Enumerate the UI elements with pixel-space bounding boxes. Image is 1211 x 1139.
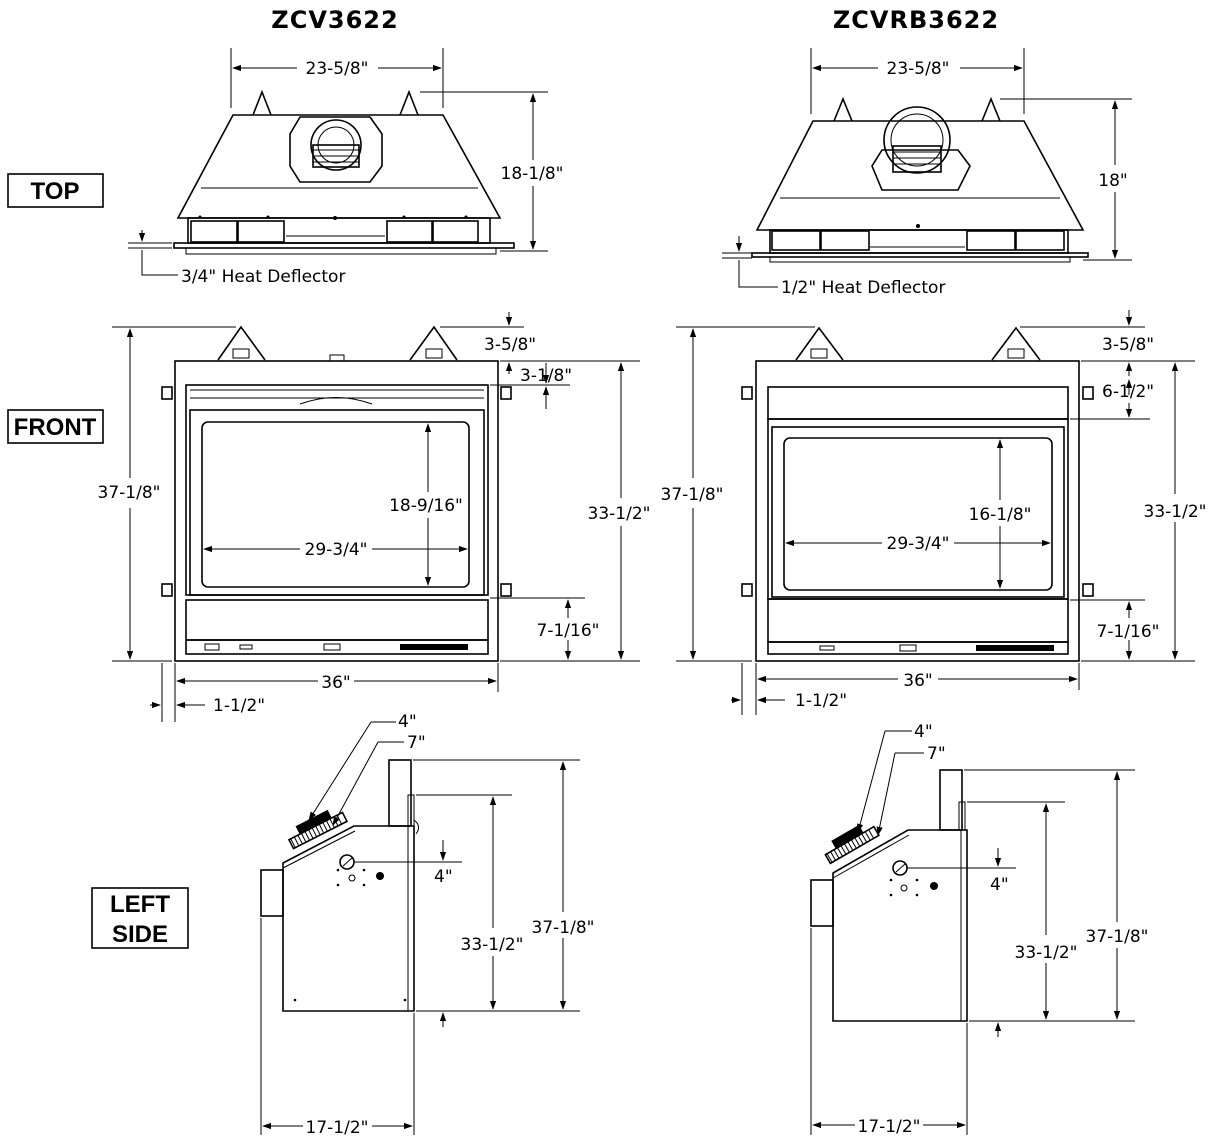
dim-side-left-inner-collar: 4"	[398, 712, 417, 732]
top-view-right-dimensions: 23-5/8" 18" 1/2" Heat Deflector	[722, 48, 1132, 298]
dim-front-right-upper-band: 6-1/2"	[1102, 382, 1154, 402]
front-view-left	[161, 325, 512, 662]
front-right-louvers	[819, 644, 1054, 652]
dim-side-right-depth: 17-1/2"	[858, 1117, 921, 1137]
front-view-right	[741, 326, 1094, 662]
view-label-left-side: LEFT SIDE	[91, 887, 189, 949]
dim-front-left-opening-height: 18-9/16"	[389, 496, 463, 516]
model-title-left: ZCV3622	[271, 6, 398, 34]
dim-front-left-bottom-band: 7-1/16"	[537, 621, 600, 641]
dim-front-right-overall-height: 37-1/8"	[661, 485, 724, 505]
dim-side-left-gas-inlet: 4"	[434, 867, 453, 887]
dim-front-right-top-offset: 3-5/8"	[1102, 335, 1154, 355]
dim-front-right-opening-height: 16-1/8"	[969, 505, 1032, 525]
top-view-right	[751, 96, 1089, 263]
note-top-right-heat-deflector: 1/2" Heat Deflector	[781, 278, 945, 298]
dim-side-right-inner-collar: 4"	[914, 722, 933, 742]
dim-front-left-opening-width: 29-3/4"	[305, 540, 368, 560]
dim-side-right-outer-collar: 7"	[927, 744, 946, 764]
svg-text:SIDE: SIDE	[112, 921, 168, 948]
front-left-louvers	[204, 643, 468, 651]
view-label-front: FRONT	[7, 409, 104, 444]
svg-text:LEFT: LEFT	[110, 891, 170, 918]
dim-front-left-body-height: 33-1/2"	[588, 504, 651, 524]
dim-side-left-overall-height: 37-1/8"	[532, 918, 595, 938]
dim-side-right-gas-inlet: 4"	[990, 875, 1009, 895]
dim-side-left-outer-collar: 7"	[407, 733, 426, 753]
dim-side-right-overall-height: 37-1/8"	[1086, 927, 1149, 947]
front-view-left-dimensions: 37-1/8" 3-5/8" 3-1/8" 18-9/16" 29-3/4" 3…	[98, 312, 651, 722]
dim-front-left-flange: 1-1/2"	[213, 696, 265, 716]
dim-side-left-body-height: 33-1/2"	[461, 935, 524, 955]
view-label-top: TOP	[7, 173, 104, 208]
front-view-right-dimensions: 37-1/8" 3-5/8" 6-1/2" 16-1/8" 29-3/4" 33…	[661, 310, 1207, 715]
dim-top-right-depth: 18"	[1098, 171, 1127, 191]
svg-text:TOP: TOP	[31, 178, 80, 205]
side-view-left	[260, 759, 420, 1012]
dim-front-left-upper-band: 3-1/8"	[520, 366, 572, 386]
side-view-right	[810, 769, 968, 1022]
dim-front-left-overall-height: 37-1/8"	[98, 483, 161, 503]
dim-front-left-top-offset: 3-5/8"	[484, 335, 536, 355]
dim-front-left-width: 36"	[321, 673, 350, 693]
side-view-right-dimensions: 4" 7" 33-1/2" 37-1/8" 4" 17-1/2"	[810, 722, 1149, 1137]
dim-top-left-width: 23-5/8"	[306, 59, 369, 79]
note-top-left-heat-deflector: 3/4" Heat Deflector	[181, 267, 345, 287]
dim-top-left-depth: 18-1/8"	[501, 164, 564, 184]
dim-top-right-width: 23-5/8"	[887, 59, 950, 79]
dim-front-right-opening-width: 29-3/4"	[887, 534, 950, 554]
top-view-left-dimensions: 23-5/8" 18-1/8" 3/4" Heat Deflector	[128, 48, 563, 287]
model-title-right: ZCVRB3622	[833, 6, 999, 34]
dim-side-right-body-height: 33-1/2"	[1015, 943, 1078, 963]
dim-side-left-depth: 17-1/2"	[306, 1118, 369, 1138]
dim-front-right-body-height: 33-1/2"	[1144, 502, 1207, 522]
side-view-left-dimensions: 4" 7" 33-1/2" 37-1/8" 4" 17-1/2"	[260, 712, 595, 1138]
dim-front-right-bottom-band: 7-1/16"	[1097, 622, 1160, 642]
svg-text:FRONT: FRONT	[14, 414, 97, 441]
top-view-left	[173, 89, 515, 255]
dim-front-right-width: 36"	[903, 671, 932, 691]
dim-front-right-flange: 1-1/2"	[795, 691, 847, 711]
